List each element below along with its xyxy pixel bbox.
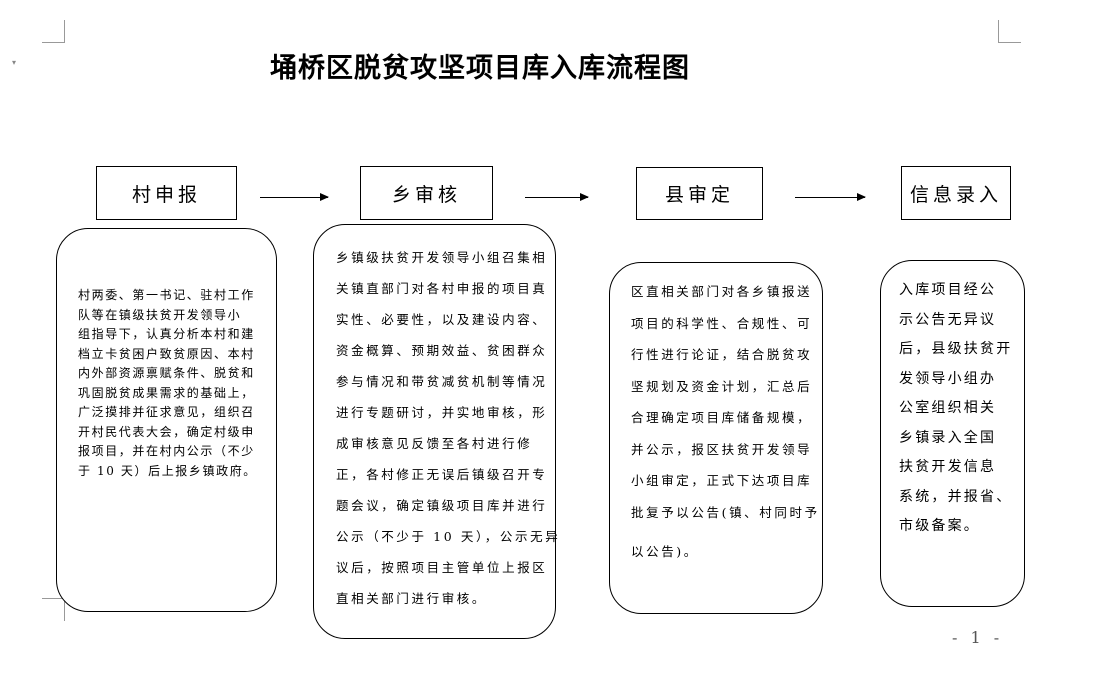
text-line: 进行专题研讨，并实地审核，形 xyxy=(336,405,548,420)
step-info-entry: 信息录入 xyxy=(901,166,1011,220)
text-line: 市级备案。 xyxy=(899,518,980,534)
page-number: - 1 - xyxy=(952,628,1004,647)
text-line: 乡镇级扶贫开发领导小组召集相 xyxy=(336,250,548,265)
township-description: 乡镇级扶贫开发领导小组召集相关镇直部门对各村申报的项目真实性、必要性，以及建设内… xyxy=(336,242,560,614)
text-line: 公示（不少于 10 天），公示无异 xyxy=(336,529,561,544)
text-line: 合理确定项目库储备规模， xyxy=(631,410,813,425)
arrow-icon xyxy=(260,193,329,201)
text-line: 项目的科学性、合规性、可 xyxy=(631,315,813,331)
text-line: 后，县级扶贫开 xyxy=(899,341,1013,357)
text-line: 村两委、第一书记、驻村工作 xyxy=(78,288,255,302)
text-line: 区直相关部门对各乡镇报送 xyxy=(631,284,813,299)
text-line: 议后，按照项目主管单位上报区 xyxy=(336,560,548,575)
text-line: 队等在镇级扶贫开发领导小 xyxy=(78,307,242,322)
text-line: 档立卡贫困户致贫原因、本村 xyxy=(78,346,255,361)
text-line: 实性、必要性，以及建设内容、 xyxy=(336,312,548,327)
arrow-icon xyxy=(525,193,589,201)
text-line: 关镇直部门对各村申报的项目真 xyxy=(336,281,548,296)
village-description: 村两委、第一书记、驻村工作队等在镇级扶贫开发领导小组指导下，认真分析本村和建档立… xyxy=(78,286,257,481)
text-line: 批复予以公告(镇、村同时予 xyxy=(631,504,820,520)
text-line: 公室组织相关 xyxy=(899,400,997,416)
text-line: 内外部资源禀赋条件、脱贫和 xyxy=(78,366,255,380)
description-box-township xyxy=(313,224,556,639)
corner-mark xyxy=(42,20,65,43)
text-line: 于 10 天）后上报乡镇政府。 xyxy=(78,463,257,478)
text-line: 入库项目经公 xyxy=(899,282,997,298)
text-line: 直相关部门进行审核。 xyxy=(336,591,488,606)
text-line: 示公告无异议 xyxy=(899,311,997,328)
text-line: 参与情况和带贫减贫机制等情况 xyxy=(336,374,548,389)
text-line: 乡镇录入全国 xyxy=(899,429,997,446)
entry-description: 入库项目经公示公告无异议后，县级扶贫开发领导小组办公室组织相关乡镇录入全国扶贫开… xyxy=(899,276,1012,542)
text-line: 成审核意见反馈至各村进行修 xyxy=(336,436,533,451)
text-line: 题会议，确定镇级项目库并进行 xyxy=(336,498,548,513)
description-box-county xyxy=(609,262,823,614)
step-village-report: 村申报 xyxy=(96,166,237,220)
text-line: 广泛摸排并征求意见，组织召 xyxy=(78,405,255,419)
text-line: 巩固脱贫成果需求的基础上， xyxy=(78,385,255,400)
description-box-village xyxy=(56,228,277,612)
step-township-review: 乡审核 xyxy=(360,166,493,220)
text-line: 组指导下，认真分析本村和建 xyxy=(78,327,255,341)
page-title: 埇桥区脱贫攻坚项目库入库流程图 xyxy=(270,53,690,84)
text-line: 系统，并报省、 xyxy=(899,488,1013,505)
text-line: 并公示，报区扶贫开发领导 xyxy=(631,441,813,457)
text-line: 正，各村修正无误后镇级召开专 xyxy=(336,467,548,482)
description-box-entry xyxy=(880,260,1025,607)
text-line: 以公告)。 xyxy=(631,544,699,559)
text-line: 扶贫开发信息 xyxy=(899,459,997,475)
text-line: 发领导小组办 xyxy=(899,370,997,387)
arrow-icon xyxy=(795,193,866,201)
text-line: 资金概算、预期效益、贫困群众 xyxy=(336,343,548,358)
text-line: 小组审定，正式下达项目库 xyxy=(631,473,813,488)
text-line: 坚规划及资金计划，汇总后 xyxy=(631,378,813,394)
county-description: 区直相关部门对各乡镇报送项目的科学性、合规性、可行性进行论证，结合脱贫攻坚规划及… xyxy=(631,276,820,568)
dropdown-marker-icon: ▾ xyxy=(12,58,17,67)
text-line: 报项目，并在村内公示（不少 xyxy=(78,444,255,458)
text-line: 行性进行论证，结合脱贫攻 xyxy=(631,347,813,362)
corner-mark xyxy=(42,598,65,621)
text-line: 开村民代表大会，确定村级申 xyxy=(78,424,255,439)
corner-mark xyxy=(998,20,1021,43)
step-county-approval: 县审定 xyxy=(636,167,763,220)
